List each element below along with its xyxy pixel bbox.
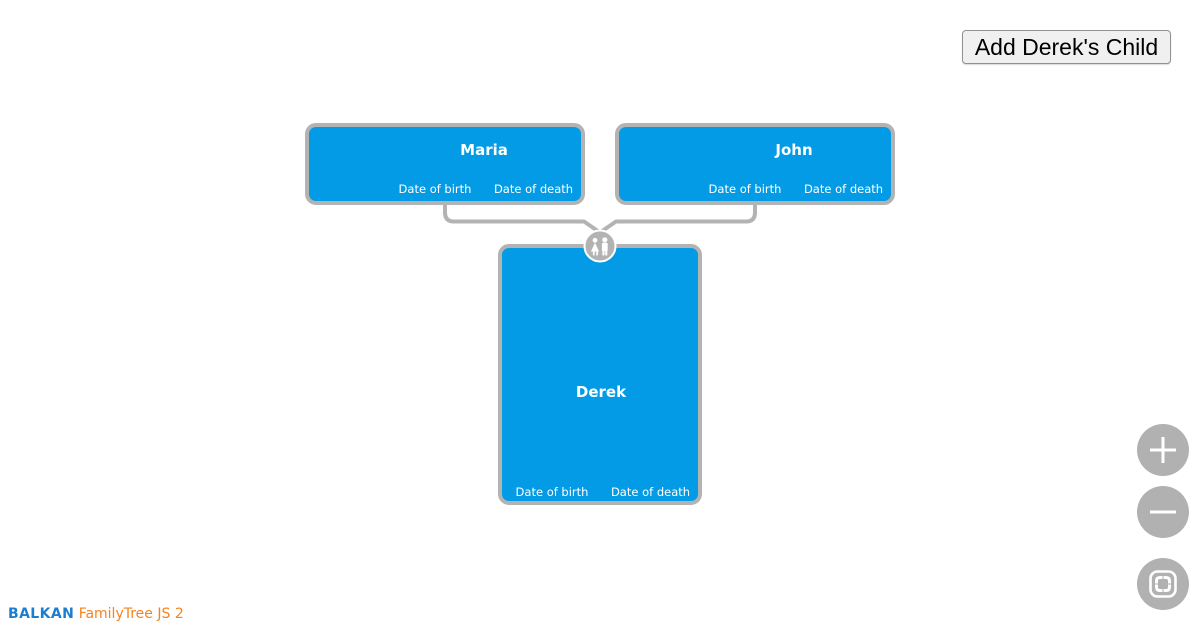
date-of-death-label: Date of death <box>803 182 884 196</box>
person-node-derek[interactable]: Derek Date of birth Date of death <box>498 244 702 505</box>
date-of-birth-label: Date of birth <box>398 182 472 196</box>
fit-to-screen-button[interactable] <box>1137 558 1189 610</box>
add-child-button[interactable]: Add Derek's Child <box>962 30 1171 64</box>
person-name: Derek <box>575 383 627 401</box>
logo-brand-text: BALKAN <box>8 606 75 622</box>
date-of-death-label: Date of death <box>610 485 691 499</box>
person-node-john[interactable]: John Date of birth Date of death <box>615 123 895 205</box>
logo-product-text: FamilyTree JS 2 <box>78 606 184 622</box>
balkan-familytree-logo[interactable]: BALKAN FamilyTree JS 2 <box>8 605 184 623</box>
person-node-maria[interactable]: Maria Date of birth Date of death <box>305 123 585 205</box>
date-of-birth-label: Date of birth <box>515 485 589 499</box>
partner-connector-line <box>443 203 757 235</box>
date-of-birth-label: Date of birth <box>708 182 782 196</box>
plus-icon <box>1150 437 1176 463</box>
person-name: Maria <box>460 141 508 159</box>
zoom-out-button[interactable] <box>1137 486 1189 538</box>
fit-icon <box>1149 570 1177 598</box>
zoom-in-button[interactable] <box>1137 424 1189 476</box>
person-name: John <box>775 141 813 159</box>
minus-icon <box>1150 510 1176 514</box>
date-of-death-label: Date of death <box>493 182 574 196</box>
